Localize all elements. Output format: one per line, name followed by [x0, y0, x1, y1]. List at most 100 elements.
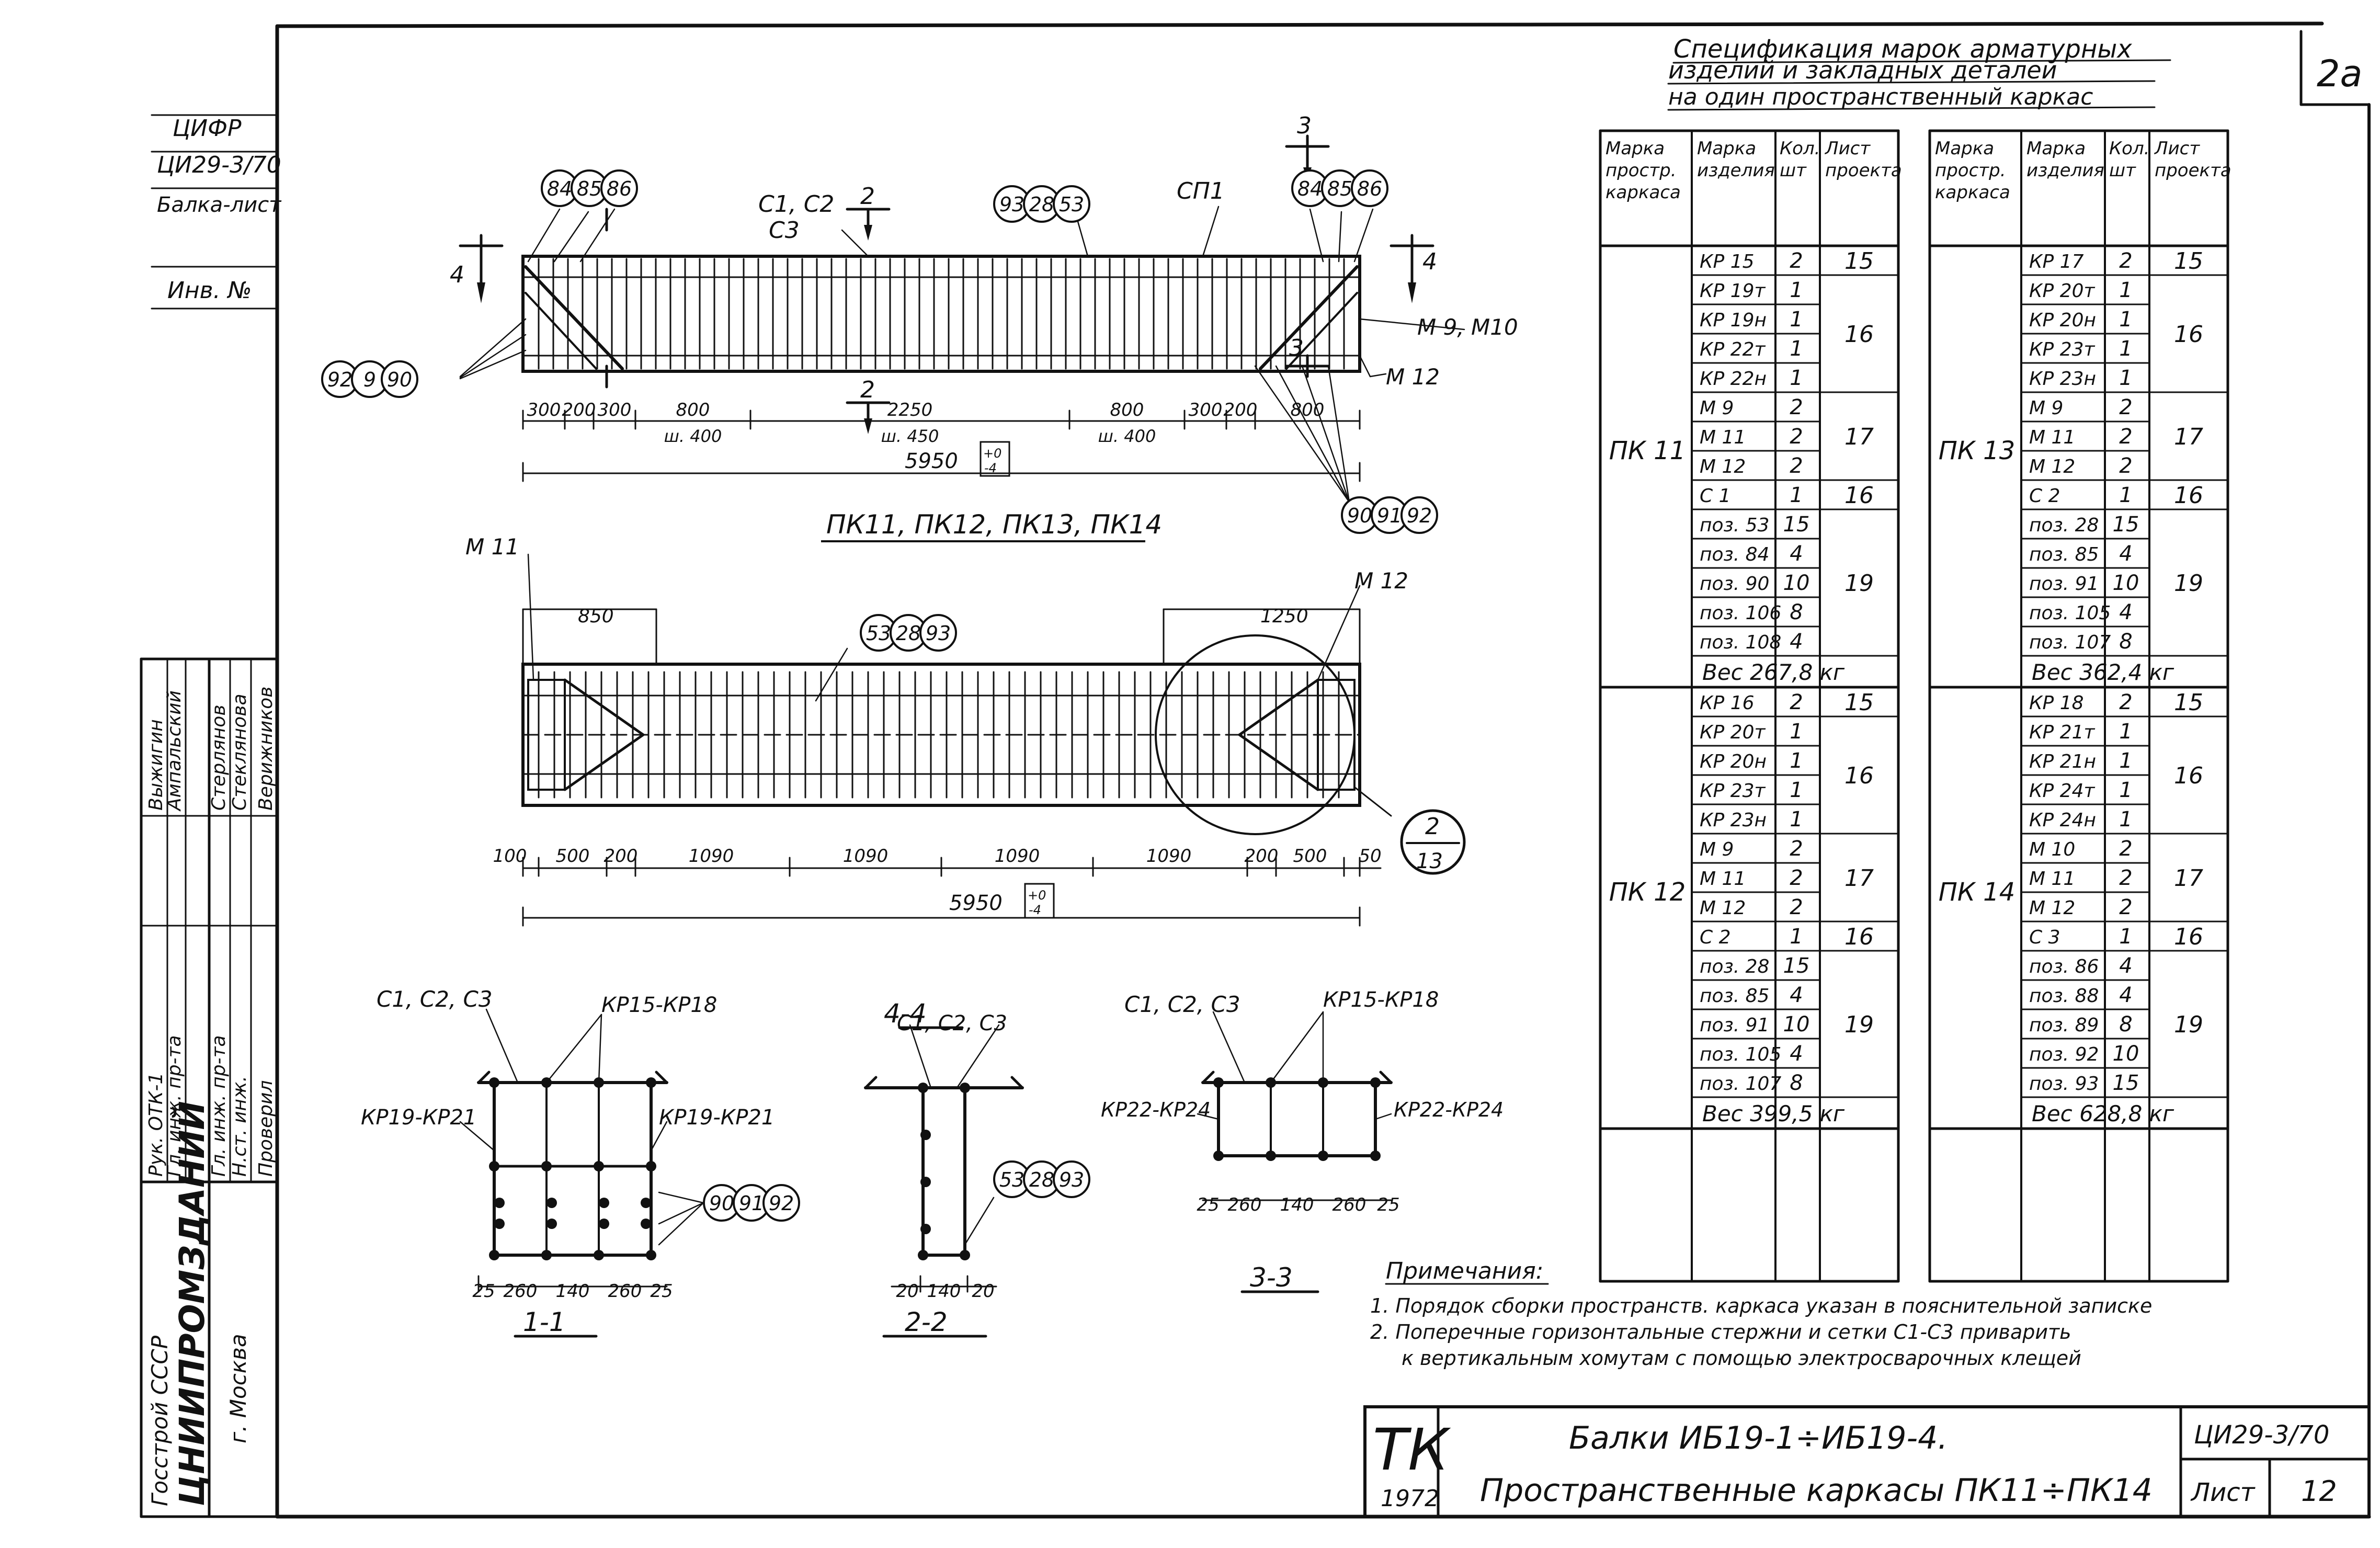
top-bottom-marker-1: 91	[1377, 504, 1402, 527]
spec-left-g1-qty-11: 10	[1783, 1012, 1810, 1037]
spec-left-g0-item-5: М 9	[1700, 397, 1734, 419]
spec-left-g1-item-8: С 2	[1700, 927, 1730, 948]
tb-sheet-num: 12	[2301, 1475, 2337, 1508]
spec-left-header-0-0: Марка	[1605, 138, 1665, 159]
top-mid-marker-1: 28	[1029, 193, 1054, 216]
top-right-marker-2: 86	[1357, 177, 1382, 200]
tb-logo: ТК	[1373, 1416, 1451, 1483]
s22-dim-0: 20	[896, 1281, 918, 1302]
top-end-marker-circle-2	[381, 360, 418, 398]
spec-right-g0-item-13: поз. 107	[2029, 632, 2111, 653]
spec-right-g0-item-1: КР 20т	[2029, 280, 2096, 302]
top-right-marker-1: 85	[1327, 177, 1352, 200]
stamp-code-top: ЦИФР	[173, 115, 242, 142]
spec-right-header-2-0: Кол.	[2109, 138, 2149, 159]
spec-right-header-1-1: изделия	[2026, 160, 2104, 181]
spec-left-g1-qty-5: 2	[1790, 837, 1803, 861]
top-dim-0: 300	[527, 400, 561, 420]
notes-item-3: к вертикальным хомутам с помощью электро…	[1402, 1347, 2081, 1370]
s11-marker-0: 90	[709, 1192, 734, 1215]
top-dim-1: 200	[562, 400, 596, 420]
top-dim-8: 800	[1291, 400, 1325, 420]
spec-left-g0-qty-4: 1	[1790, 366, 1803, 390]
stamp-role-1: Гл. инж. пр-та	[164, 1035, 185, 1177]
spec-title-3: на один пространственный каркас	[1668, 84, 2093, 110]
spec-left-header-1-1: изделия	[1697, 160, 1775, 181]
spec-left-g0-item-0: КР 15	[1700, 251, 1755, 272]
s22-dim-2: 20	[972, 1281, 994, 1302]
s22-marker-1: 28	[1029, 1168, 1054, 1191]
spec-left-g1-item-13: поз. 107	[1700, 1073, 1781, 1095]
plan-label-m12: М 12	[1354, 568, 1408, 594]
stamp-sheet-ref: Балка-лист	[157, 193, 282, 217]
spec-right-g0-sheet-4: 19	[2174, 570, 2203, 597]
spec-left-g1-item-0: КР 16	[1700, 692, 1755, 714]
top-left-marker-1: 85	[577, 177, 602, 200]
s22-dim-1: 140	[927, 1281, 961, 1302]
top-end-marker-0: 92	[327, 368, 352, 391]
spec-left-g0-qty-0: 2	[1790, 249, 1803, 273]
top-sec2-lower: 2	[860, 377, 875, 403]
s11-marker-2: 92	[769, 1192, 794, 1215]
s11-marker-1: 91	[739, 1192, 764, 1215]
spec-left-g0-item-11: поз. 90	[1700, 573, 1769, 595]
stamp-doc-code: ЦИ29-3/70	[157, 152, 281, 178]
spec-right-g1-qty-7: 2	[2119, 895, 2132, 919]
plan-dim-3: 1090	[689, 846, 734, 867]
spec-title-1: Спецификация марок арматурных	[1673, 35, 2132, 64]
spec-right-g1-item-2: КР 21н	[2029, 751, 2096, 772]
spec-right-header-0-2: каркаса	[1935, 182, 2010, 203]
spec-right-g1-item-10: поз. 88	[2029, 985, 2099, 1007]
spec-left-g0-qty-11: 10	[1783, 571, 1810, 595]
spec-right-g0-item-5: М 9	[2029, 397, 2063, 419]
top-mid-marker-2: 53	[1059, 193, 1084, 216]
s33-dim-4: 25	[1377, 1194, 1399, 1215]
top-left-marker-circle-2	[600, 169, 638, 207]
s33-left: КР22-КР24	[1101, 1098, 1211, 1121]
spec-left-g0-qty-3: 1	[1790, 337, 1803, 361]
spec-right-g1-item-12: поз. 92	[2029, 1044, 2099, 1065]
s33-top-left: С1, С2, С3	[1124, 992, 1240, 1017]
plan-title: ПК11, ПК12, ПК13, ПК14	[826, 509, 1162, 540]
plan-total: 5950	[949, 891, 1003, 915]
spec-right-g0-qty-1: 1	[2119, 278, 2132, 302]
tb-sheet-label: Лист	[2190, 1478, 2256, 1507]
stamp-org-line1: Госстрой СССР	[147, 1335, 173, 1506]
spec-right-g1-qty-1: 1	[2119, 720, 2132, 744]
s22-marker-circle-2	[1053, 1160, 1090, 1198]
stamp-name-1: Ампальский	[164, 690, 185, 812]
spec-right-g1-sheet-2: 17	[2174, 865, 2203, 892]
s11-dim-1: 260	[504, 1281, 538, 1302]
spec-left-header-1-0: Марка	[1697, 138, 1756, 159]
spec-left-g1-item-6: М 11	[1700, 868, 1746, 890]
s11-right: КР19-КР21	[659, 1106, 775, 1130]
spec-right-header-1-0: Марка	[2026, 138, 2086, 159]
s22-marker-2: 93	[1059, 1168, 1084, 1191]
stamp-org-line2: ЦНИИПРОМЗДАНИЙ	[172, 1101, 212, 1506]
spec-right-g0-item-3: КР 23т	[2029, 339, 2096, 360]
top-label-m9m10: М 9, М10	[1417, 314, 1518, 340]
spec-left-g1-sheet-0: 15	[1844, 689, 1874, 716]
spec-left-g0-item-9: поз. 53	[1700, 515, 1769, 536]
spec-left-g1-mark: ПК 12	[1609, 878, 1686, 907]
spec-left-g1-qty-9: 15	[1783, 954, 1810, 978]
top-sec2-upper: 2	[860, 183, 875, 210]
plan-tol-minus: -4	[1029, 903, 1041, 917]
spec-right-g1-item-4: КР 24н	[2029, 810, 2096, 831]
spec-left-g1-weight: Вес 399,5 кг	[1702, 1101, 1845, 1126]
spec-left-g1-item-10: поз. 85	[1700, 985, 1769, 1007]
spec-left-g0-item-13: поз. 108	[1700, 632, 1781, 653]
spec-left-g1-item-1: КР 20т	[1700, 722, 1766, 743]
s22-title: 2-2	[905, 1307, 948, 1337]
spec-left-g0-item-2: КР 19н	[1700, 310, 1767, 331]
spec-left-g0-qty-2: 1	[1790, 308, 1803, 332]
spec-left-g1-qty-10: 4	[1790, 983, 1803, 1007]
spec-left-g0-item-4: КР 22н	[1700, 368, 1767, 390]
top-tol-plus: +0	[983, 446, 1001, 461]
top-dim-6: 300	[1189, 400, 1223, 420]
spec-left-g1-sheet-3: 16	[1844, 924, 1874, 950]
notes-title: Примечания:	[1386, 1258, 1544, 1284]
spec-left-g0-qty-12: 8	[1790, 600, 1803, 624]
s11-dim-4: 25	[650, 1281, 673, 1302]
s33-title: 3-3	[1250, 1262, 1293, 1293]
